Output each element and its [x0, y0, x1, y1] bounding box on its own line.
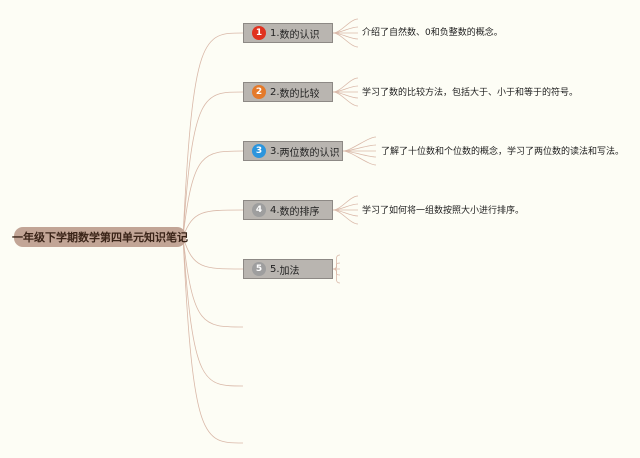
topic-label: 数的认识	[279, 29, 320, 41]
topic-fan-line	[332, 268, 341, 284]
topic-label: 加法	[279, 265, 300, 277]
topic-node-4[interactable]: 4 4. 数的排序	[243, 200, 333, 220]
topic-fan-line	[332, 77, 359, 93]
number-badge-icon: 5	[252, 262, 266, 276]
topic-node-5[interactable]: 5 5. 加法	[243, 259, 333, 279]
root-label: 一年级下学期数学第四单元知识笔记	[12, 231, 188, 244]
topic-note-3: 了解了十位数和个位数的概念，学习了两位数的读法和写法。	[381, 147, 625, 157]
number-badge-icon: 3	[252, 144, 266, 158]
topic-fan-line	[332, 32, 359, 48]
topic-prefix: 4.	[270, 204, 280, 216]
root-node[interactable]: 一年级下学期数学第四单元知识笔记	[12, 227, 188, 247]
root-branch-line	[182, 236, 244, 328]
root-branch-line	[182, 91, 244, 238]
topic-fan-line	[342, 136, 377, 152]
topic-prefix: 5.	[270, 263, 280, 275]
topic-note-2: 学习了数的比较方法，包括大于、小于和等于的符号。	[362, 88, 579, 98]
topic-fan-line	[332, 209, 359, 225]
topic-label: 数的比较	[279, 88, 320, 100]
topic-prefix: 2.	[270, 86, 280, 98]
topic-fan-line	[332, 262, 341, 270]
topic-note-1: 介绍了自然数、0和负整数的概念。	[362, 28, 503, 38]
topic-label: 两位数的认识	[279, 147, 340, 159]
topic-node-3[interactable]: 3 3. 两位数的认识	[243, 141, 343, 161]
topic-node-2[interactable]: 2 2. 数的比较	[243, 82, 333, 102]
root-branch-line	[182, 209, 244, 238]
topic-prefix: 3.	[270, 145, 280, 157]
topic-fan-line	[332, 18, 359, 34]
topic-fan-line	[342, 150, 377, 166]
number-badge-icon: 4	[252, 203, 266, 217]
root-branch-line	[182, 32, 244, 238]
root-branch-line	[182, 150, 244, 238]
topic-fan-line	[342, 144, 377, 152]
topic-note-4: 学习了如何将一组数按照大小进行排序。	[362, 206, 525, 216]
root-branch-line	[182, 236, 244, 444]
topic-prefix: 1.	[270, 27, 280, 39]
root-branch-line	[182, 236, 244, 270]
topic-node-1[interactable]: 1 1. 数的认识	[243, 23, 333, 43]
topic-label: 数的排序	[279, 206, 320, 218]
number-badge-icon: 2	[252, 85, 266, 99]
topic-fan-line	[332, 195, 359, 211]
number-badge-icon: 1	[252, 26, 266, 40]
topic-fan-line	[332, 91, 359, 107]
root-branch-line	[182, 236, 244, 387]
